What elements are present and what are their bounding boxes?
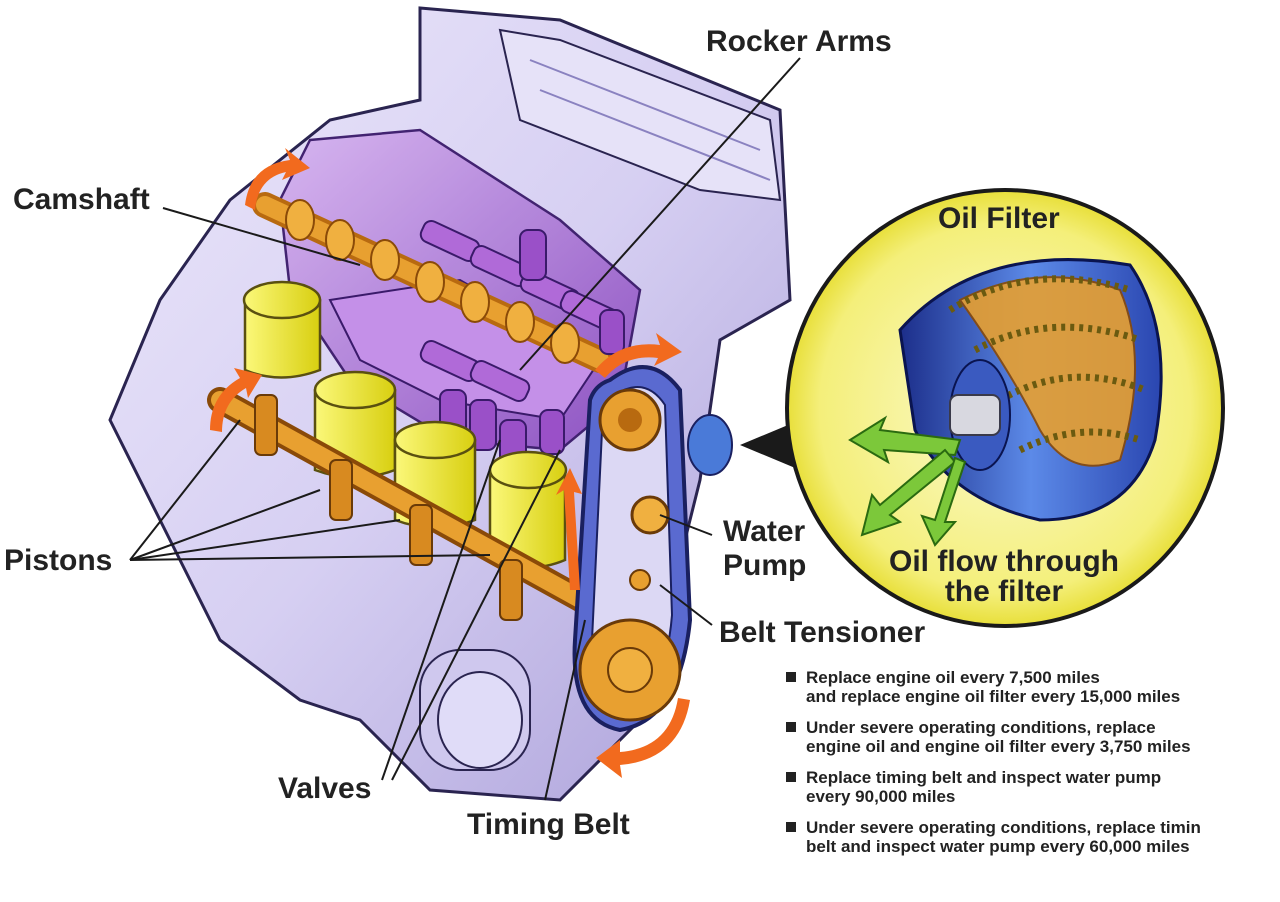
camshaft-shape bbox=[252, 192, 613, 373]
maintenance-notes: Replace engine oil every 7,500 miles and… bbox=[784, 668, 1280, 868]
label-water-pump-line2: Pump bbox=[723, 549, 807, 582]
note-item: Under severe operating conditions, repla… bbox=[784, 718, 1280, 756]
motion-arrows bbox=[210, 148, 690, 778]
label-oil-flow-line1: Oil flow through bbox=[889, 545, 1119, 578]
note-line: engine oil and engine oil filter every 3… bbox=[806, 737, 1191, 756]
note-line: and replace engine oil filter every 15,0… bbox=[806, 687, 1181, 706]
crankshaft-shape bbox=[207, 387, 613, 623]
note-item: Under severe operating conditions, repla… bbox=[784, 818, 1280, 856]
label-rocker-arms: Rocker Arms bbox=[706, 25, 892, 58]
label-timing-belt: Timing Belt bbox=[467, 808, 630, 841]
note-line: Replace engine oil every 7,500 miles bbox=[806, 668, 1100, 687]
callout-pointer bbox=[740, 420, 800, 470]
label-camshaft: Camshaft bbox=[13, 183, 150, 216]
square-bullet-icon bbox=[786, 822, 796, 832]
note-item: Replace engine oil every 7,500 miles and… bbox=[784, 668, 1280, 706]
timing-belt-shape bbox=[572, 365, 733, 733]
note-line: Under severe operating conditions, repla… bbox=[806, 718, 1156, 737]
label-water-pump-line1: Water bbox=[723, 515, 806, 548]
label-valves: Valves bbox=[278, 772, 372, 805]
square-bullet-icon bbox=[786, 772, 796, 782]
square-bullet-icon bbox=[786, 722, 796, 732]
square-bullet-icon bbox=[786, 672, 796, 682]
leader-lines bbox=[129, 57, 801, 801]
label-pistons: Pistons bbox=[4, 544, 113, 577]
pistons-shape bbox=[242, 280, 568, 569]
label-belt-tensioner: Belt Tensioner bbox=[719, 616, 926, 649]
oil-filter-callout bbox=[785, 188, 1225, 628]
note-line: Under severe operating conditions, repla… bbox=[806, 818, 1201, 837]
label-oil-filter: Oil Filter bbox=[938, 202, 1060, 235]
note-line: belt and inspect water pump every 60,000… bbox=[806, 837, 1190, 856]
note-line: Replace timing belt and inspect water pu… bbox=[806, 768, 1162, 787]
oil-flow-arrows bbox=[848, 415, 967, 547]
label-oil-flow-line2: the filter bbox=[944, 575, 1064, 608]
note-line: every 90,000 miles bbox=[806, 787, 956, 806]
note-item: Replace timing belt and inspect water pu… bbox=[784, 768, 1280, 806]
